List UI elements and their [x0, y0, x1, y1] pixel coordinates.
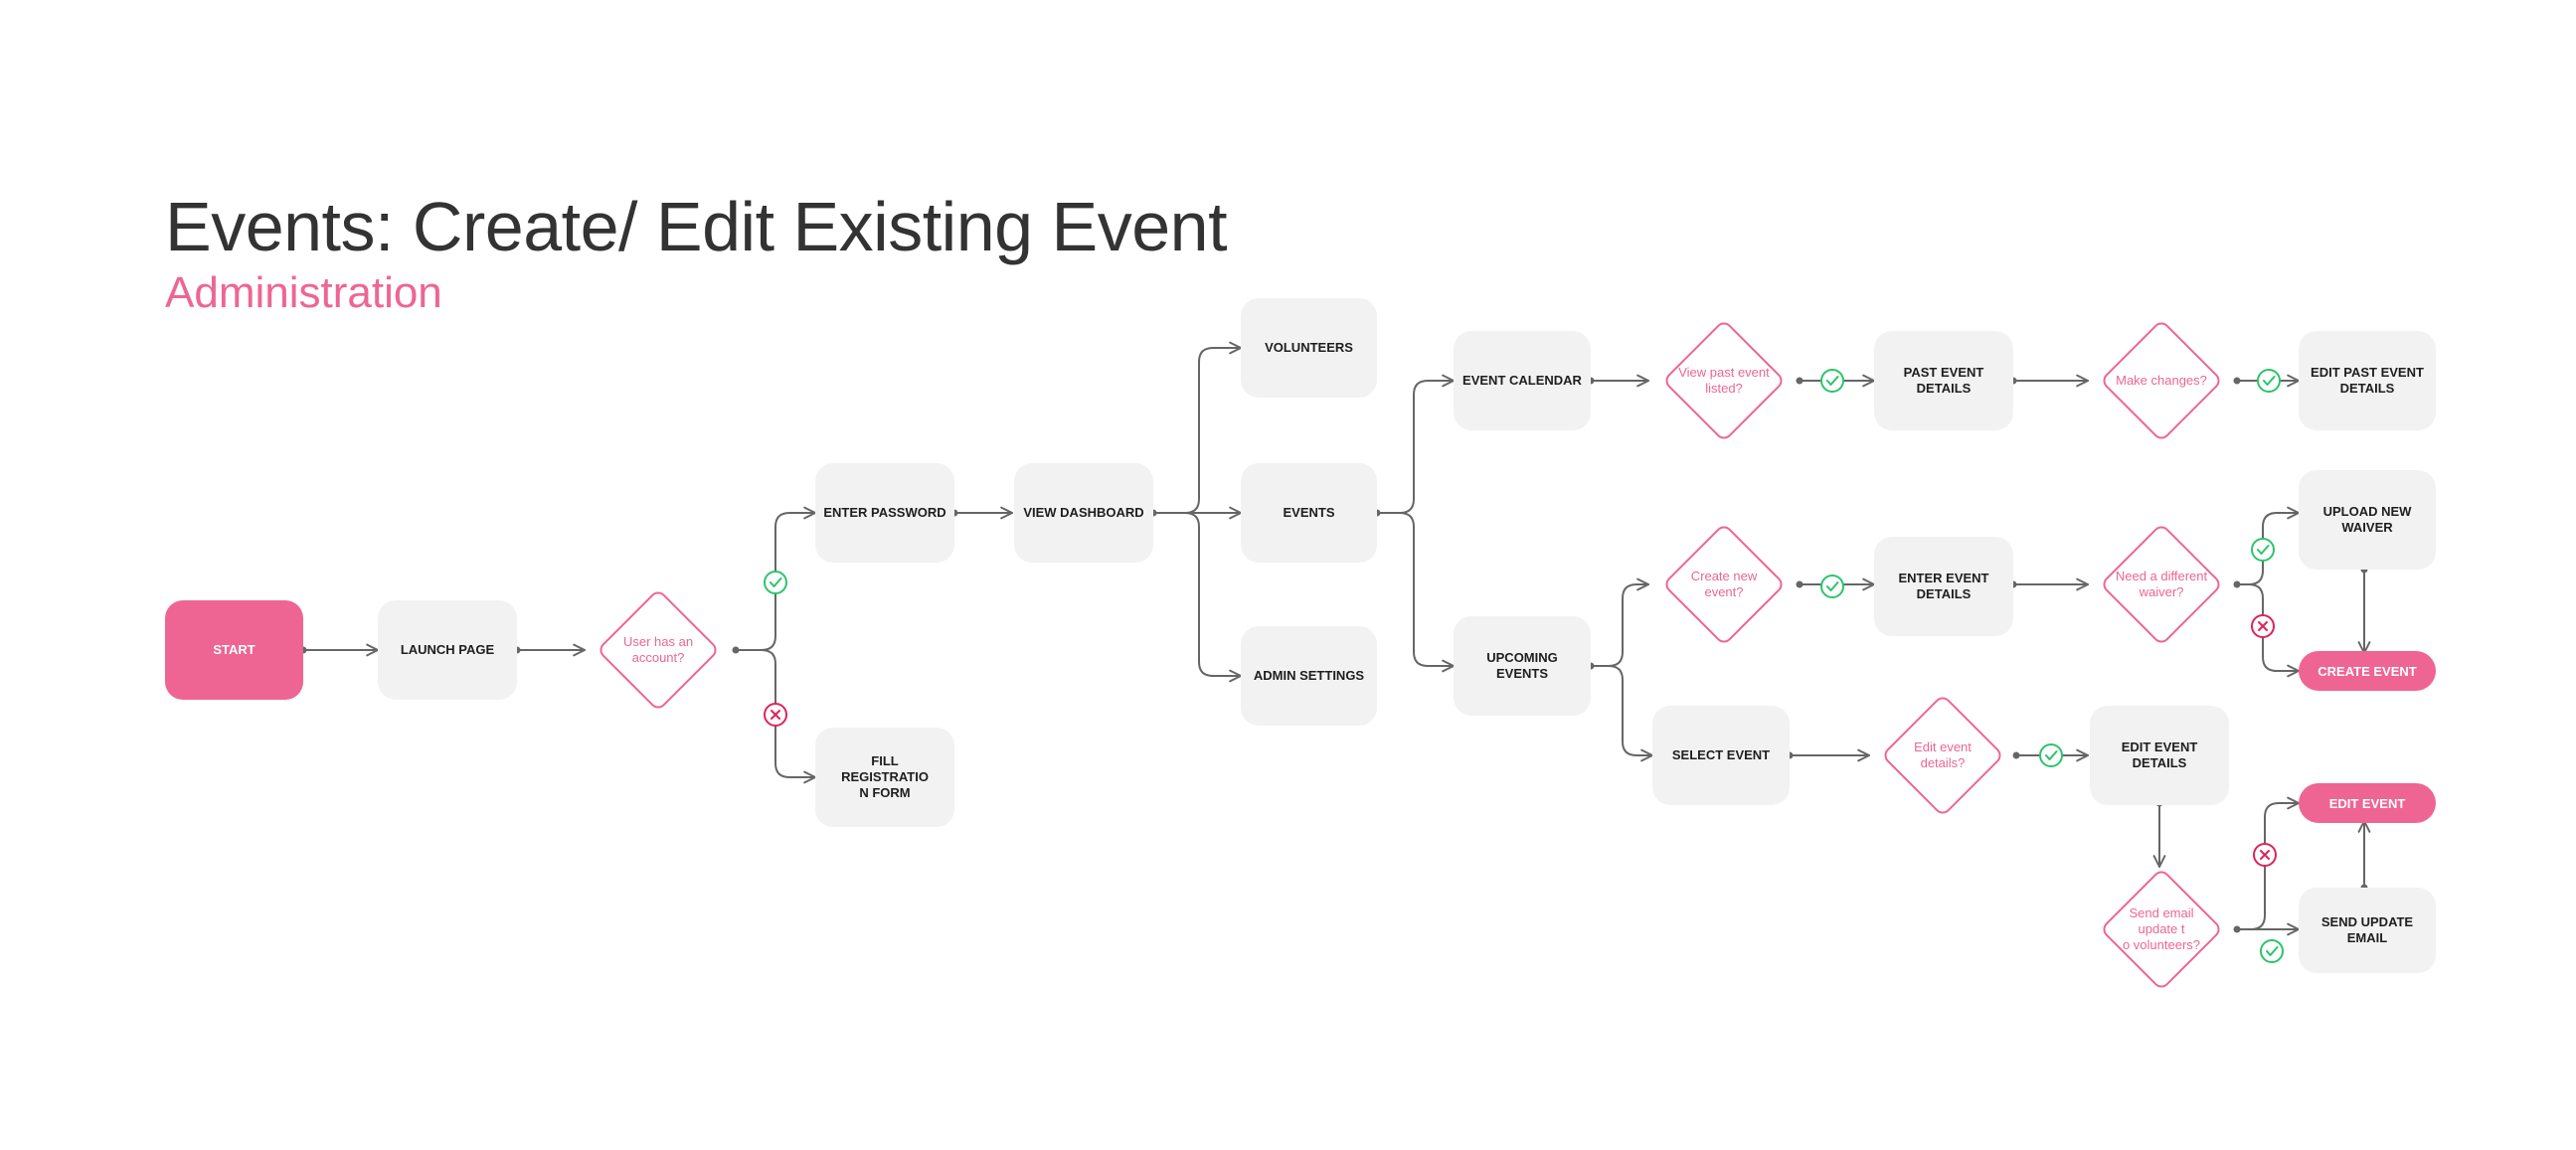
connector-waiver-create [2248, 583, 2300, 678]
svg-text:LAUNCH PAGE: LAUNCH PAGE [401, 642, 495, 657]
node-admin-settings[interactable]: ADMIN SETTINGS [1241, 626, 1377, 726]
page-title: Events: Create/ Edit Existing Event [165, 188, 1228, 265]
svg-text:Make changes?: Make changes? [2116, 373, 2207, 388]
x-circle-icon [2251, 614, 2275, 638]
connector-account-registration [761, 649, 816, 784]
x-circle-icon [2253, 843, 2277, 867]
connector-upcoming-selectevent [1608, 665, 1653, 762]
check-circle-icon [2260, 939, 2284, 963]
node-enter-password[interactable]: ENTER PASSWORD [815, 463, 954, 563]
svg-text:CREATE EVENT: CREATE EVENT [2318, 664, 2416, 679]
connector-events-calendar [1376, 374, 1455, 514]
check-circle-icon [2039, 743, 2063, 767]
node-view-dashboard[interactable]: VIEW DASHBOARD [1014, 463, 1153, 563]
connector-upcoming-createnew [1590, 577, 1649, 667]
node-event-calendar[interactable]: EVENT CALENDAR [1454, 331, 1591, 430]
svg-text:EDIT EVENT: EDIT EVENT [2329, 796, 2406, 811]
check-circle-icon [2257, 369, 2281, 393]
svg-text:ADMIN SETTINGS: ADMIN SETTINGS [1254, 668, 1365, 683]
svg-text:EVENT CALENDAR: EVENT CALENDAR [1462, 373, 1583, 388]
check-circle-icon [2251, 538, 2275, 562]
svg-text:VOLUNTEERS: VOLUNTEERS [1265, 340, 1353, 355]
svg-text:VIEW DASHBOARD: VIEW DASHBOARD [1023, 505, 1143, 520]
x-circle-icon [764, 703, 787, 727]
node-start[interactable]: START [165, 600, 303, 700]
svg-text:SELECT EVENT: SELECT EVENT [1672, 747, 1770, 762]
svg-text:START: START [213, 642, 255, 657]
page-subtitle: Administration [165, 268, 442, 317]
node-launch-page[interactable]: LAUNCH PAGE [378, 600, 517, 700]
node-events[interactable]: EVENTS [1241, 463, 1377, 563]
node-volunteers[interactable]: VOLUNTEERS [1241, 298, 1377, 398]
node-select-event[interactable]: SELECT EVENT [1652, 706, 1790, 805]
connector-dashboard-admin [1184, 512, 1242, 683]
decision-make-changes[interactable]: Make changes? [2101, 320, 2222, 441]
svg-text:ENTER PASSWORD: ENTER PASSWORD [823, 505, 945, 520]
node-create-event[interactable]: CREATE EVENT [2299, 651, 2436, 691]
svg-text:EVENTS: EVENTS [1283, 505, 1334, 520]
check-circle-icon [1820, 369, 1844, 393]
check-circle-icon [764, 571, 787, 594]
node-edit-event[interactable]: EDIT EVENT [2299, 783, 2436, 823]
connector-dashboard-volunteers [1152, 341, 1242, 514]
connector-events-upcoming [1399, 512, 1455, 673]
check-circle-icon [1820, 575, 1844, 598]
